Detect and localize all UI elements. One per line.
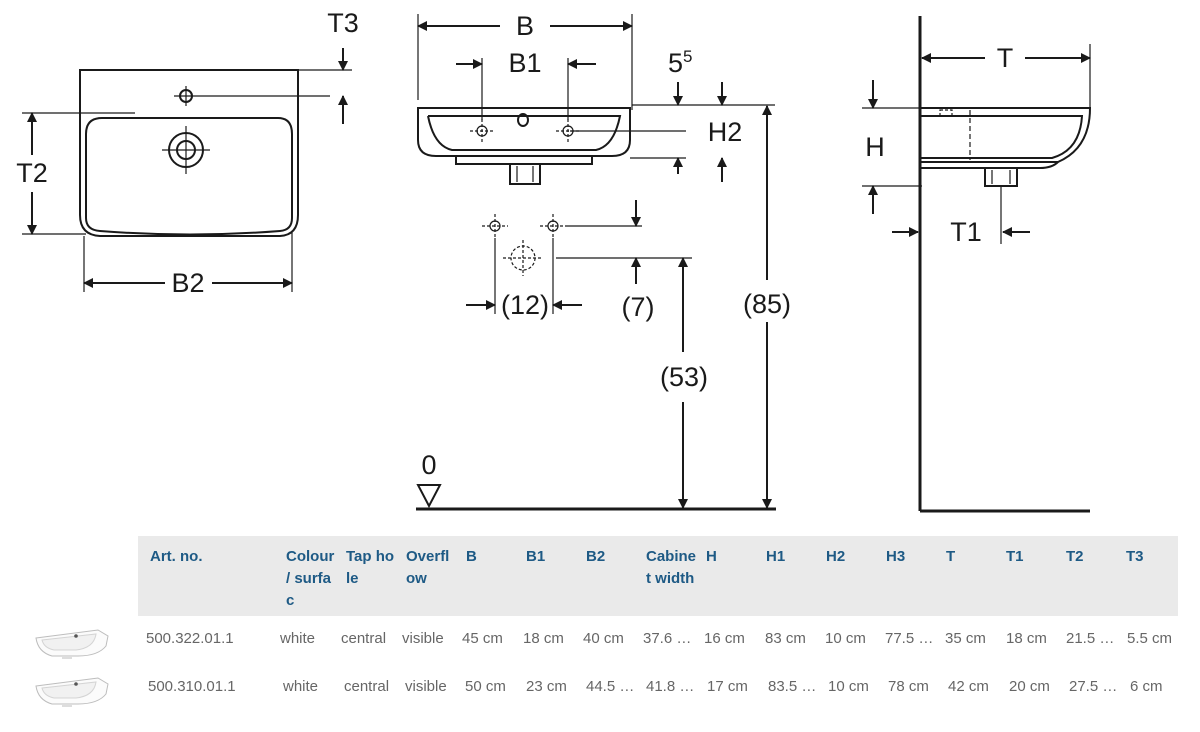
lower-drain <box>503 240 543 276</box>
label-b: B <box>516 11 534 41</box>
cell: 18 cm <box>1006 630 1047 647</box>
cell: 40 cm <box>583 630 624 647</box>
table-row[interactable]: 500.322.01.1 white central visible 45 cm… <box>35 616 1178 664</box>
cell: 35 cm <box>945 630 986 647</box>
cell-art-no: 500.310.01.1 <box>148 678 236 695</box>
label-b2: B2 <box>171 268 204 298</box>
col-header: T2 <box>1066 548 1084 565</box>
col-header: T1 <box>1006 548 1024 565</box>
col-header: H3 <box>886 548 906 565</box>
side-view: T H T1 <box>862 16 1092 513</box>
cell: 83.5 … <box>768 678 817 695</box>
front-view: B B1 55 H2 <box>416 11 791 511</box>
col-header: H1 <box>766 548 786 565</box>
cell: 17 cm <box>707 678 748 695</box>
col-header: Colour / surfac <box>286 548 335 609</box>
col-header: Art. no. <box>150 548 203 565</box>
label-5-5: 55 <box>668 47 693 78</box>
cell: 5.5 cm <box>1127 630 1173 647</box>
col-header: T <box>946 548 956 565</box>
top-view: T3 T2 B2 <box>16 8 359 298</box>
cell: 27.5 … <box>1069 678 1118 695</box>
label-h: H <box>865 132 885 162</box>
lower-valve-left <box>482 214 508 238</box>
table-row[interactable]: 500.310.01.1 white central visible 50 cm… <box>35 664 1178 712</box>
col-header: B1 <box>526 548 546 565</box>
label-7: (7) <box>622 292 655 322</box>
col-header: H <box>706 548 717 565</box>
col-header: Tap hole <box>346 548 395 587</box>
label-53: (53) <box>660 362 708 392</box>
cell: 42 cm <box>948 678 989 695</box>
cell: 6 cm <box>1130 678 1163 695</box>
label-t: T <box>997 43 1014 73</box>
cell: central <box>341 630 387 647</box>
col-header: T3 <box>1126 548 1144 565</box>
basin-thumbnail <box>35 677 109 707</box>
cell: white <box>280 630 316 647</box>
cell: 20 cm <box>1009 678 1050 695</box>
col-header: H2 <box>826 548 846 565</box>
cell: 21.5 … <box>1066 630 1115 647</box>
col-header: B <box>466 548 477 565</box>
valve-left <box>470 119 494 143</box>
technical-drawing: T3 T2 B2 <box>16 8 1092 513</box>
basin-thumbnail <box>35 629 109 659</box>
label-t3: T3 <box>327 8 359 38</box>
cell: 45 cm <box>462 630 503 647</box>
label-h2: H2 <box>708 117 743 147</box>
label-zero: 0 <box>421 450 436 480</box>
label-t2: T2 <box>16 158 48 188</box>
cell: 78 cm <box>888 678 929 695</box>
col-header: Overfl ow <box>406 548 450 587</box>
col-header: Cabine t width <box>646 548 697 587</box>
cell: 10 cm <box>828 678 869 695</box>
cell: 37.6 … <box>643 630 692 647</box>
col-header: B2 <box>586 548 606 565</box>
label-12: (12) <box>501 290 549 320</box>
cell: 77.5 … <box>885 630 934 647</box>
cell: 50 cm <box>465 678 506 695</box>
spec-table: Art. no. Colour / surfac Tap hole Overfl… <box>35 536 1178 712</box>
cell: 18 cm <box>523 630 564 647</box>
cell: visible <box>402 630 444 647</box>
lower-valve-right <box>540 214 566 238</box>
cell: 83 cm <box>765 630 806 647</box>
cell-art-no: 500.322.01.1 <box>146 630 234 647</box>
label-b1: B1 <box>508 48 541 78</box>
table-header: Art. no. Colour / surfac Tap hole Overfl… <box>138 536 1178 616</box>
cell: 44.5 … <box>586 678 635 695</box>
cell: central <box>344 678 390 695</box>
cell: 23 cm <box>526 678 567 695</box>
cell: white <box>283 678 319 695</box>
label-t1: T1 <box>950 217 982 247</box>
cell: 41.8 … <box>646 678 695 695</box>
cell: visible <box>405 678 447 695</box>
cell: 10 cm <box>825 630 866 647</box>
cell: 16 cm <box>704 630 745 647</box>
label-85: (85) <box>743 289 791 319</box>
